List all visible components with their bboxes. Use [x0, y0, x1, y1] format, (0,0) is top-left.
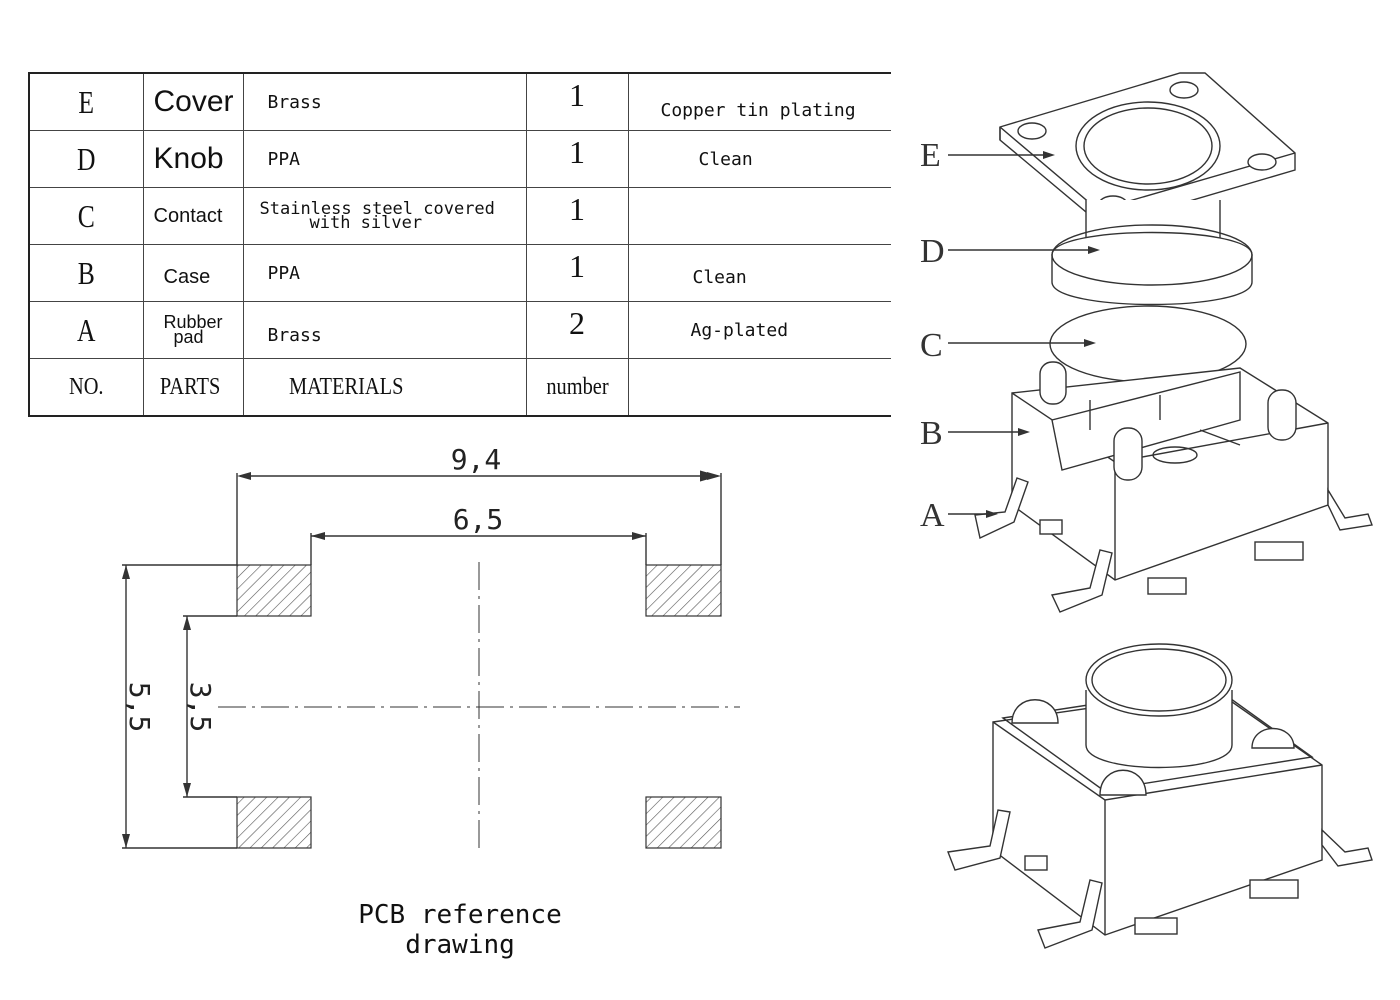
header-number: number	[545, 373, 609, 400]
part-number: 2	[569, 304, 585, 341]
part-no: D	[77, 140, 96, 177]
part-remark: Clean	[692, 266, 747, 288]
pcb-pad-bottom-right	[645, 796, 722, 849]
assembled-switch	[947, 643, 1373, 949]
part-remark: Clean	[698, 148, 753, 170]
part-no: B	[77, 254, 95, 291]
part-number: 1	[569, 247, 585, 284]
part-name: Contact	[153, 204, 223, 227]
part-name-line2: pad	[173, 327, 204, 347]
pcb-pad-bottom-left	[236, 796, 312, 849]
dim-label-outer-width: 9,4	[451, 443, 502, 476]
part-number: 1	[569, 76, 585, 113]
part-material: PPA	[267, 148, 301, 170]
callout-D: D	[920, 233, 1100, 270]
callout-B: B	[920, 415, 1030, 452]
assembled-view	[947, 643, 1373, 949]
part-remark: Ag-plated	[690, 319, 789, 341]
callout-label-E: E	[920, 137, 941, 174]
exploded-view: E D C B A	[920, 72, 1373, 613]
table-row: B Case PPA 1 Clean	[28, 244, 891, 302]
dim-label-inner-height: 3,5	[184, 682, 217, 733]
dim-label-outer-height: 5,5	[123, 682, 156, 733]
callout-E: E	[920, 137, 1055, 174]
callout-A: A	[920, 497, 998, 534]
part-name: Rubber	[163, 312, 223, 332]
part-no: A	[77, 311, 96, 348]
part-material: Brass	[267, 91, 322, 113]
callout-C: C	[920, 327, 1096, 364]
parts-table: E Cover Brass 1 Copper tin plating D Kno…	[28, 72, 891, 417]
table-row: D Knob PPA 1 Clean	[28, 130, 891, 188]
part-material-line2: with silver	[309, 213, 423, 233]
table-header-row: NO. PARTS MATERIALS number	[28, 358, 891, 417]
callout-label-C: C	[920, 327, 943, 364]
pcb-pad-top-left	[236, 564, 312, 617]
pcb-pad-top-right	[645, 564, 722, 617]
part-name: Case	[163, 265, 211, 288]
part-no: C	[77, 197, 95, 234]
dimension-outer-height: 5,5	[122, 564, 237, 849]
part-name: Knob	[153, 142, 224, 175]
part-no: E	[78, 83, 95, 120]
header-parts: PARTS	[159, 373, 220, 400]
dimension-inner-width: 6,5	[310, 503, 647, 565]
dimension-outer-width: 9,4	[236, 443, 722, 565]
header-materials: MATERIALS	[288, 373, 403, 400]
table-row: E Cover Brass 1 Copper tin plating	[28, 72, 891, 131]
table-row: C Contact Stainless steel covered with s…	[28, 187, 891, 245]
callout-label-B: B	[920, 415, 943, 452]
table-row: A Rubber pad Brass 2 Ag-plated	[28, 301, 891, 359]
case	[1011, 361, 1329, 581]
part-number: 1	[569, 190, 585, 227]
pcb-reference-drawing: 9,4 6,5 5,5 3,5	[122, 443, 740, 852]
part-material: Stainless steel covered	[259, 199, 495, 219]
callout-label-D: D	[920, 233, 945, 270]
dim-label-inner-width: 6,5	[453, 503, 504, 536]
callout-label-A: A	[920, 497, 945, 534]
part-remark: Copper tin plating	[660, 99, 856, 121]
pcb-caption: PCB reference drawing	[358, 900, 562, 960]
header-no: NO.	[68, 373, 104, 400]
terminals	[974, 477, 1373, 613]
part-name: Cover	[153, 85, 234, 118]
knob	[1051, 200, 1253, 306]
part-material: PPA	[267, 262, 301, 284]
part-number: 1	[569, 133, 585, 170]
dimension-inner-height: 3,5	[183, 615, 237, 798]
part-material: Brass	[267, 324, 322, 346]
cover-plate	[999, 72, 1296, 223]
